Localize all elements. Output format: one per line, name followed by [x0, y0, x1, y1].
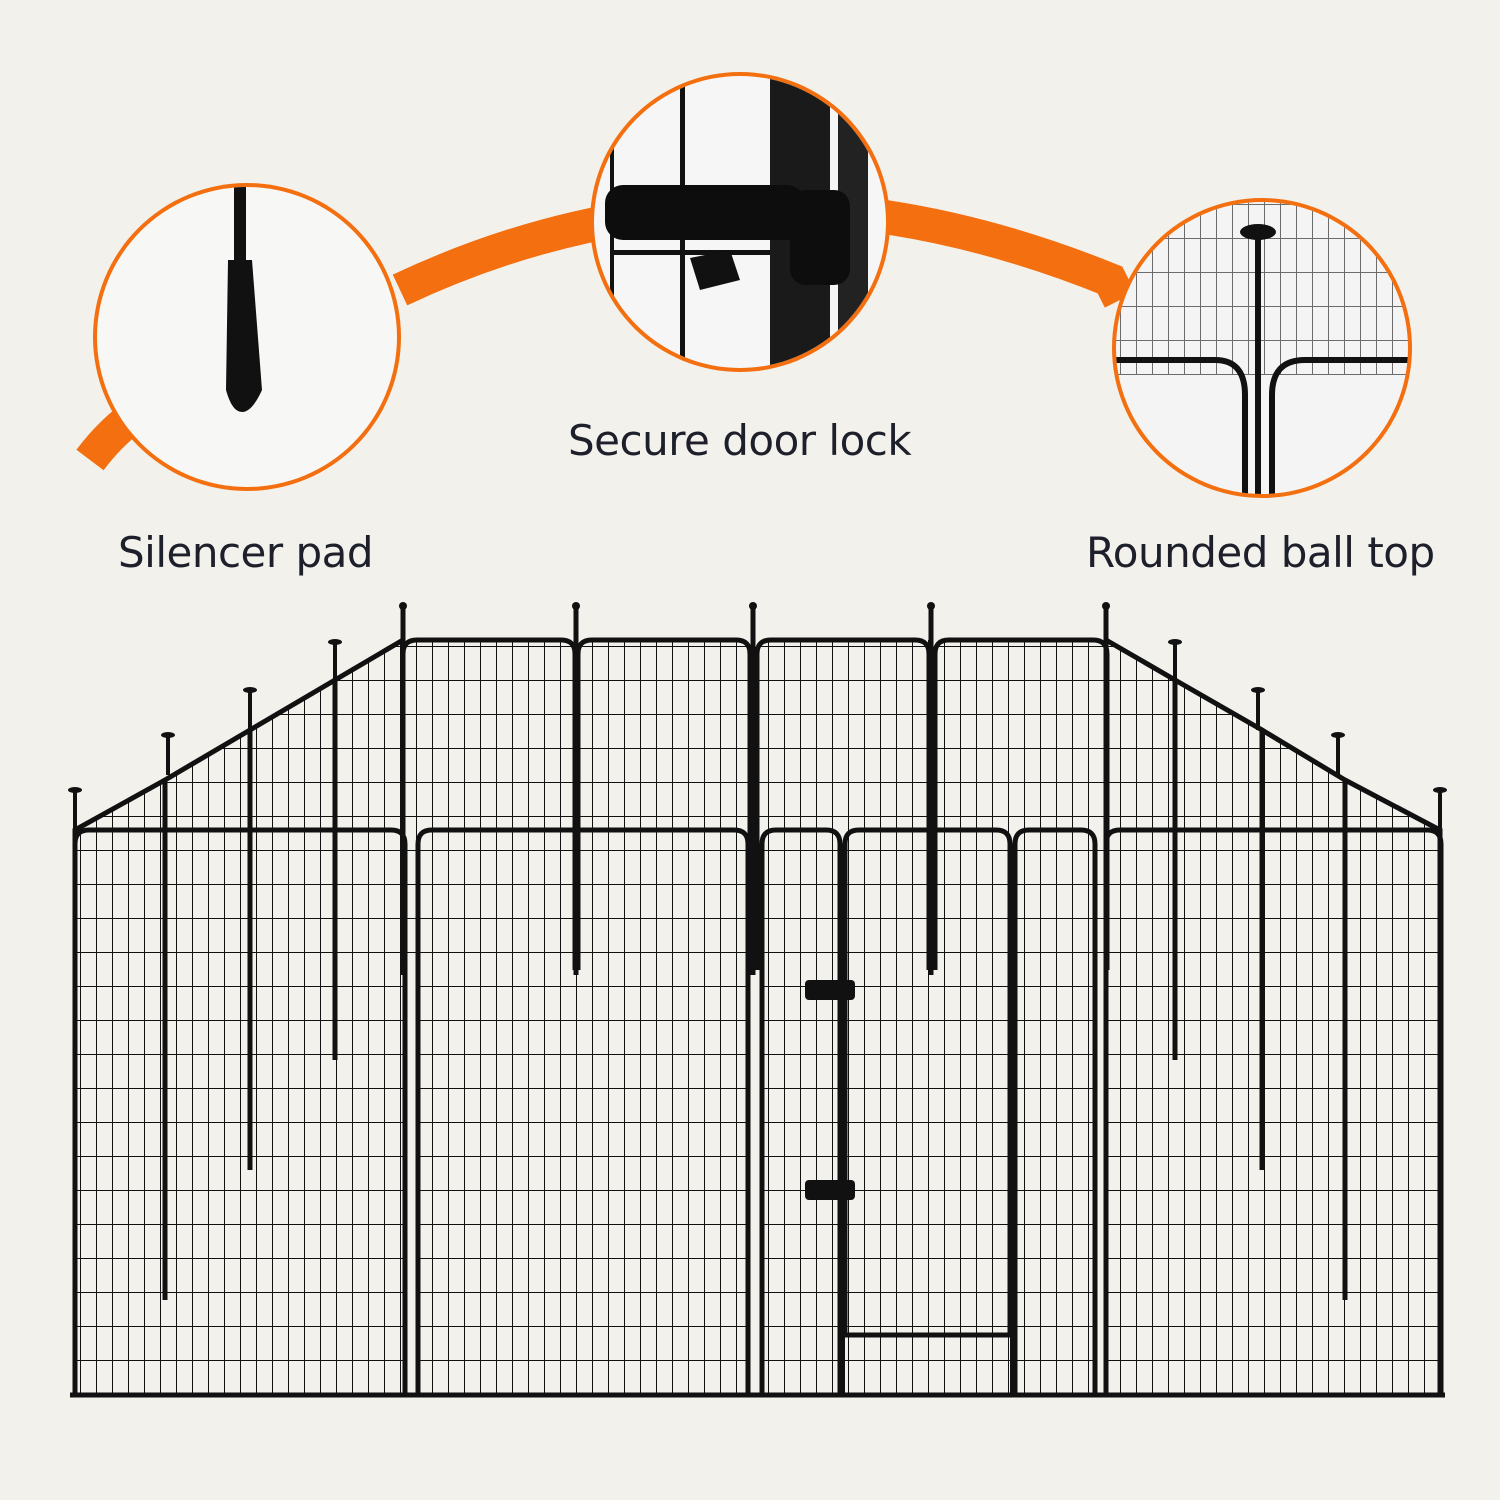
gate-frame-left: [762, 830, 840, 1395]
front-panel-right: [1106, 830, 1441, 1395]
front-panel-left: [75, 830, 405, 1395]
panel-frame: [759, 827, 843, 1395]
silencer-pad-closeup-icon: [93, 183, 401, 491]
gate-frame-right: [1015, 830, 1095, 1395]
ball-top: [399, 602, 407, 610]
gate-door: [845, 830, 1010, 1395]
dog-playpen-fence: [68, 602, 1447, 1398]
latch-icon: [805, 980, 855, 1000]
ball-top-closeup-icon: [1112, 198, 1412, 498]
panel-frame: [72, 827, 408, 1395]
feature-label-door-lock: Secure door lock: [568, 416, 912, 465]
ball-top: [749, 602, 757, 610]
latch-icon: [805, 1180, 855, 1200]
front-panel-center-left: [418, 830, 748, 1395]
feature-label-silencer-pad: Silencer pad: [118, 528, 374, 577]
panel-frame: [575, 637, 753, 970]
door-lock-closeup-icon: [590, 72, 890, 372]
panel-frame: [754, 637, 932, 970]
ball-top: [572, 602, 580, 610]
ball-top: [927, 602, 935, 610]
gate-bottom-mesh: [845, 1335, 1010, 1395]
panel-frame: [1103, 827, 1444, 1395]
feature-label-ball-top: Rounded ball top: [1086, 528, 1435, 577]
panel-frame: [415, 827, 751, 1395]
panel-frame: [1012, 827, 1098, 1395]
ball-top: [1102, 602, 1110, 610]
panel-frame: [842, 827, 1013, 1395]
